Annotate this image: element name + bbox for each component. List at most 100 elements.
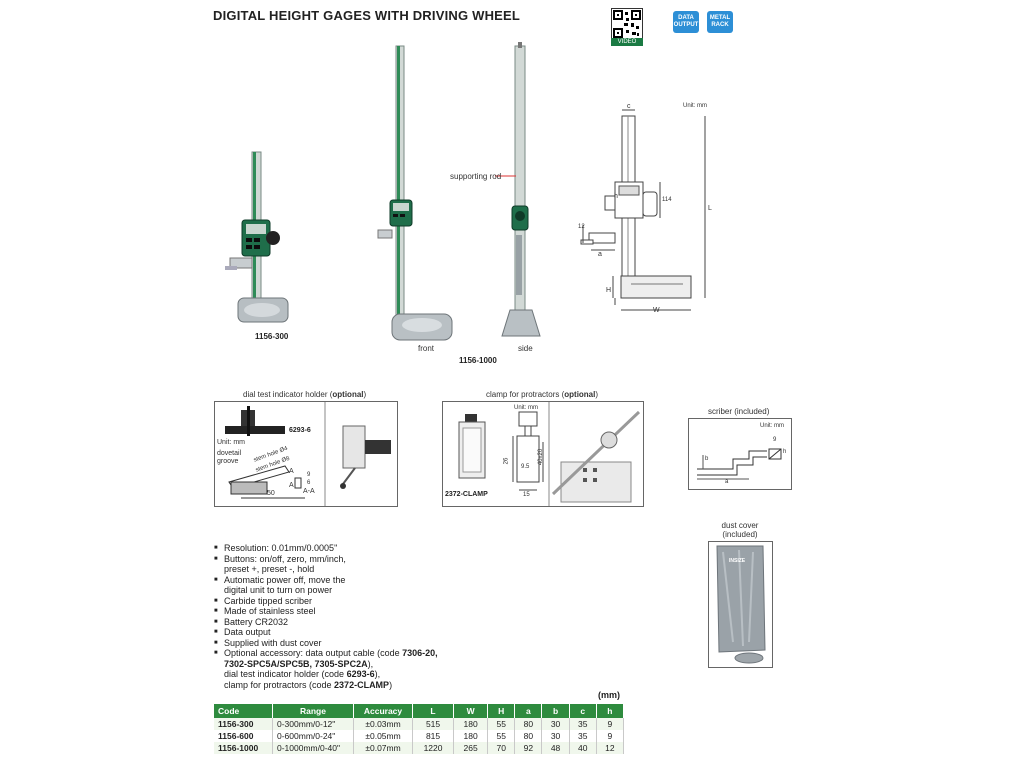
clamp-drawing xyxy=(458,402,641,506)
qr-code-icon[interactable] xyxy=(611,8,643,40)
cell: 30 xyxy=(541,718,570,730)
cell: 40 xyxy=(569,742,597,754)
cell: 35 xyxy=(569,730,597,742)
cell: 1156-1000 xyxy=(214,742,273,754)
dim-12-label: 12 xyxy=(578,224,585,230)
title-bold: optional xyxy=(564,390,596,399)
dim-H-label: H xyxy=(606,287,612,294)
table-row: 1156-1000 0-1000mm/0-40" ±0.07mm 1220 26… xyxy=(214,742,625,754)
col-accuracy: Accuracy xyxy=(353,704,413,718)
height-gage-1000-front-image xyxy=(377,45,453,341)
col-h: h xyxy=(596,704,625,718)
dust-cover-line: (included) xyxy=(722,530,758,539)
clamp-unit-label: Unit: mm xyxy=(514,405,538,411)
col-W: W xyxy=(453,704,489,718)
col-H: H xyxy=(487,704,516,718)
section-a-label-2: A xyxy=(289,482,294,489)
dim-50-label: 50 xyxy=(267,490,275,497)
cell: 515 xyxy=(412,718,455,730)
acc-text: ), xyxy=(374,669,381,679)
dimension-drawing xyxy=(580,109,706,311)
scriber-title: scriber (included) xyxy=(708,407,770,416)
dim-W-label: W xyxy=(653,307,660,314)
cell: 92 xyxy=(514,742,543,754)
title-text: ) xyxy=(595,390,599,399)
dial-holder-title: dial test indicator holder (optional) xyxy=(243,390,366,399)
cell: 815 xyxy=(412,730,455,742)
dial-holder-unit: Unit: mm xyxy=(217,439,245,446)
cell: 35 xyxy=(569,718,597,730)
scriber-b-label: b xyxy=(705,456,709,462)
cell: 0-1000mm/0-40" xyxy=(272,742,354,754)
metal-rack-badge: METAL RACK xyxy=(707,11,733,33)
acc-code: 7302-SPC5A/SPC5B, 7305-SPC2A xyxy=(224,658,368,669)
scriber-9-label: 9 xyxy=(773,437,777,443)
cell: 55 xyxy=(487,718,516,730)
feature-item-continued: digital unit to turn on power xyxy=(224,585,333,595)
dovetail-label: dovetail xyxy=(217,450,242,457)
col-range: Range xyxy=(272,704,354,718)
cell: 180 xyxy=(453,730,489,742)
cell: ±0.03mm xyxy=(353,718,413,730)
col-code: Code xyxy=(214,704,273,718)
scriber-panel: Unit: mm b a 9 h xyxy=(688,418,792,490)
feature-item: Carbide tipped scriber xyxy=(214,596,474,607)
code-1156-300-label: 1156-300 xyxy=(255,332,289,341)
feature-item: Supplied with dust cover xyxy=(214,638,474,649)
cell: 265 xyxy=(453,742,489,754)
dim-114-label: 114 xyxy=(662,197,672,203)
dim-a-label: a xyxy=(598,251,602,258)
title-text: ) xyxy=(363,390,367,399)
feature-list: Resolution: 0.01mm/0.0005" Buttons: on/o… xyxy=(214,543,474,690)
cell: 70 xyxy=(487,742,516,754)
feature-item-continued: preset +, preset -, hold xyxy=(224,564,315,574)
cell: 1156-300 xyxy=(214,718,273,730)
col-a: a xyxy=(514,704,543,718)
cell: 0-300mm/0-12" xyxy=(272,718,354,730)
cell: 80 xyxy=(514,730,543,742)
front-label: front xyxy=(418,344,435,353)
table-row: 1156-600 0-600mm/0-24" ±0.05mm 815 180 5… xyxy=(214,730,625,742)
title-text: dial test indicator holder ( xyxy=(243,390,333,399)
product-illustrations xyxy=(225,42,541,341)
dust-cover-line: dust cover xyxy=(721,521,759,530)
data-output-badge: DATA OUTPUT xyxy=(673,11,699,33)
cell: 30 xyxy=(541,730,570,742)
table-header-row: Code Range Accuracy L W H a b c h xyxy=(214,704,625,718)
side-label: side xyxy=(518,344,533,353)
cell: 0-600mm/0-24" xyxy=(272,730,354,742)
cell: 12 xyxy=(596,742,625,754)
dim-6-label: 6 xyxy=(307,480,311,486)
cell: 1156-600 xyxy=(214,730,273,742)
dust-cover-title: dust cover (included) xyxy=(720,521,760,539)
feature-item-continued: clamp for protractors (code 2372-CLAMP) xyxy=(214,680,474,691)
cell: 48 xyxy=(541,742,570,754)
cell: 55 xyxy=(487,730,516,742)
feature-item: Battery CR2032 xyxy=(214,617,474,628)
dial-holder-drawing xyxy=(225,402,391,506)
height-gage-1000-side-image xyxy=(495,42,541,337)
clamp-code-label: 2372-CLAMP xyxy=(445,491,488,498)
groove-label: groove xyxy=(217,458,239,465)
acc-text: ), xyxy=(367,658,374,669)
clamp-panel: Unit: mm 2372-CLAMP 26 9.5 40x20 15 xyxy=(442,401,644,507)
drawing-unit-label: Unit: mm xyxy=(683,103,707,109)
feature-item: Buttons: on/off, zero, mm/inch, xyxy=(214,554,474,565)
clamp-title: clamp for protractors (optional) xyxy=(486,390,598,399)
dim-h-label: h xyxy=(614,193,618,200)
feature-item-continued: dial test indicator holder (code 6293-6)… xyxy=(214,669,474,680)
cell: 80 xyxy=(514,718,543,730)
title-text: clamp for protractors ( xyxy=(486,390,565,399)
title-bold: optional xyxy=(332,390,364,399)
feature-item: Data output xyxy=(214,627,474,638)
cell: ±0.05mm xyxy=(353,730,413,742)
supporting-rod-label: supporting rod xyxy=(450,172,502,181)
scriber-unit-label: Unit: mm xyxy=(760,423,784,429)
scriber-drawing xyxy=(697,448,782,480)
dim-L-label: L xyxy=(708,205,712,212)
badge-line: RACK xyxy=(711,22,729,28)
dim-9-5-label: 9.5 xyxy=(521,464,530,470)
code-1156-1000-label: 1156-1000 xyxy=(459,356,497,365)
acc-code: 6293-6 xyxy=(346,669,375,679)
table-row: 1156-300 0-300mm/0-12" ±0.03mm 515 180 5… xyxy=(214,718,625,730)
